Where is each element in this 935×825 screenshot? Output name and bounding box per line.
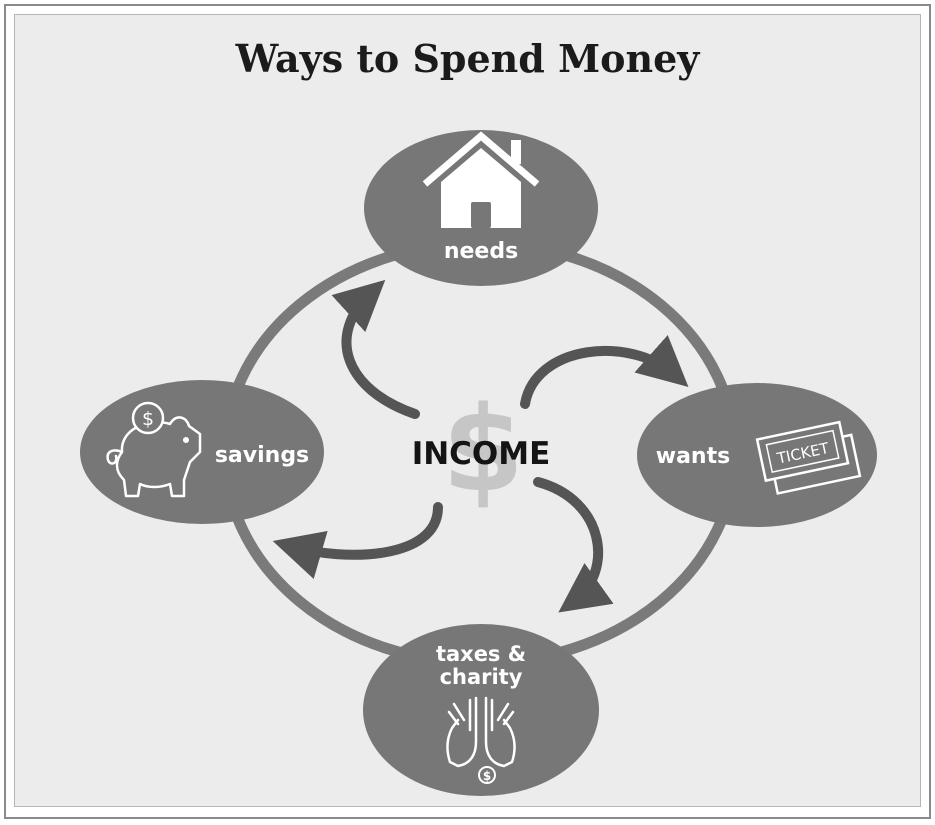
dollar-symbol: $ xyxy=(442,380,524,518)
node-savings: $ savings xyxy=(80,380,324,524)
coin-symbol: $ xyxy=(483,769,491,783)
needs-label: needs xyxy=(444,239,518,264)
savings-coin-icon xyxy=(131,401,165,435)
savings-label: savings xyxy=(215,443,309,468)
open-hands-icon xyxy=(446,696,516,768)
savings-coin-symbol: $ xyxy=(142,408,154,430)
taxes-label-line1: taxes & xyxy=(436,642,526,666)
diagram-title: Ways to Spend Money xyxy=(235,36,700,81)
coin-icon xyxy=(478,766,496,784)
arrow-to-taxes-charity xyxy=(533,477,614,613)
arrow-to-wants xyxy=(520,335,689,409)
outer-frame xyxy=(4,4,931,819)
taxes-label-line2: charity xyxy=(440,665,523,689)
wants-label: wants xyxy=(656,444,730,469)
income-label: INCOME xyxy=(412,436,551,472)
node-needs: needs xyxy=(364,130,598,286)
arrow-to-savings xyxy=(272,502,443,579)
house-icon xyxy=(422,131,540,228)
arrow-to-needs xyxy=(331,279,420,419)
node-wants: wants TICKET xyxy=(637,383,877,527)
node-taxes-charity: taxes & charity $ xyxy=(363,624,599,796)
ticket-icon: TICKET xyxy=(755,420,862,495)
